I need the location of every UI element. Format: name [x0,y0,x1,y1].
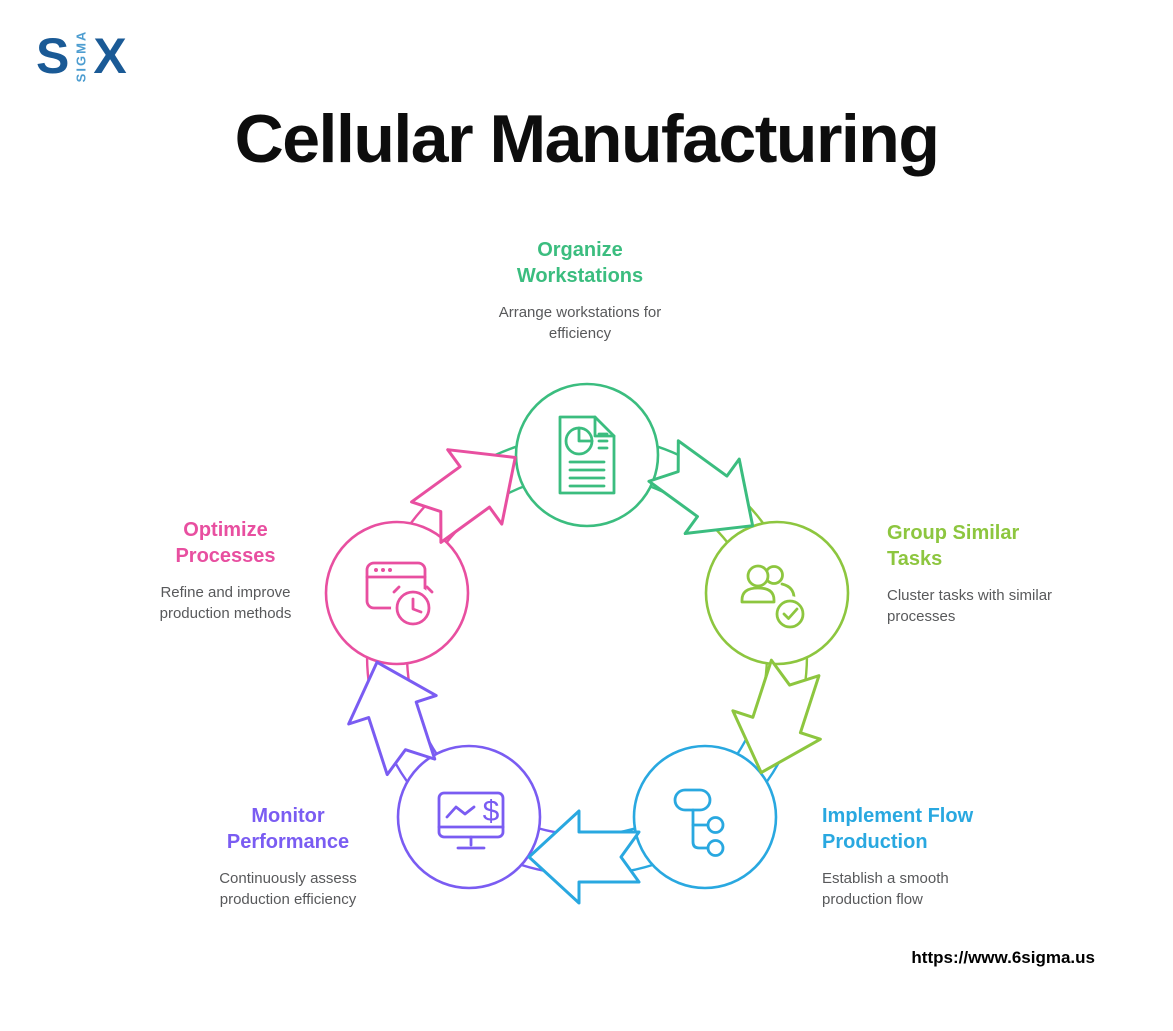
arrow-implement-to-monitor [527,809,641,905]
six-sigma-logo: S SIGMA X [36,26,127,86]
step-description: Refine and improve production methods [159,584,292,622]
step-label-implement-flow-production: Implement Flow Production Establish a sm… [822,803,1072,910]
step-label-optimize-processes: Optimize Processes Refine and improve pr… [113,517,338,624]
step-title: Implement Flow Production [822,805,974,853]
step-icons: $ [365,415,808,857]
report-document-icon [558,415,616,495]
circle-group-similar-tasks [704,520,850,666]
step-label-organize-workstations: Organize Workstations Arrange workstatio… [420,237,740,344]
browser-clock-icon [365,561,435,630]
team-check-icon [740,564,808,632]
step-title: Organize Workstations [516,239,644,287]
flowchart-icon [673,788,725,857]
step-description: Establish a smooth production flow [822,870,949,908]
step-description: Continuously assess production efficienc… [219,870,357,908]
step-label-group-similar-tasks: Group Similar Tasks Cluster tasks with s… [887,520,1127,627]
page-title: Cellular Manufacturing [234,101,940,177]
step-title: Optimize Processes [175,519,276,567]
dollar-sign-glyph: $ [483,795,500,828]
step-title: Monitor Performance [226,805,350,853]
step-description: Cluster tasks with similar processes [887,587,1053,625]
step-title: Group Similar Tasks [887,522,1020,570]
logo-letter-x: X [93,28,127,84]
logo-letter-s: S [36,28,70,84]
website-url: https://www.6sigma.us [911,948,1095,967]
monitor-chart-icon: $ [437,791,505,850]
circle-implement-flow-production [632,744,778,890]
circle-monitor-performance [396,744,542,890]
step-circles [324,382,850,890]
step-description: Arrange workstations for efficiency [498,304,662,342]
step-label-monitor-performance: Monitor Performance Continuously assess … [173,803,403,910]
circle-organize-workstations [514,382,660,528]
